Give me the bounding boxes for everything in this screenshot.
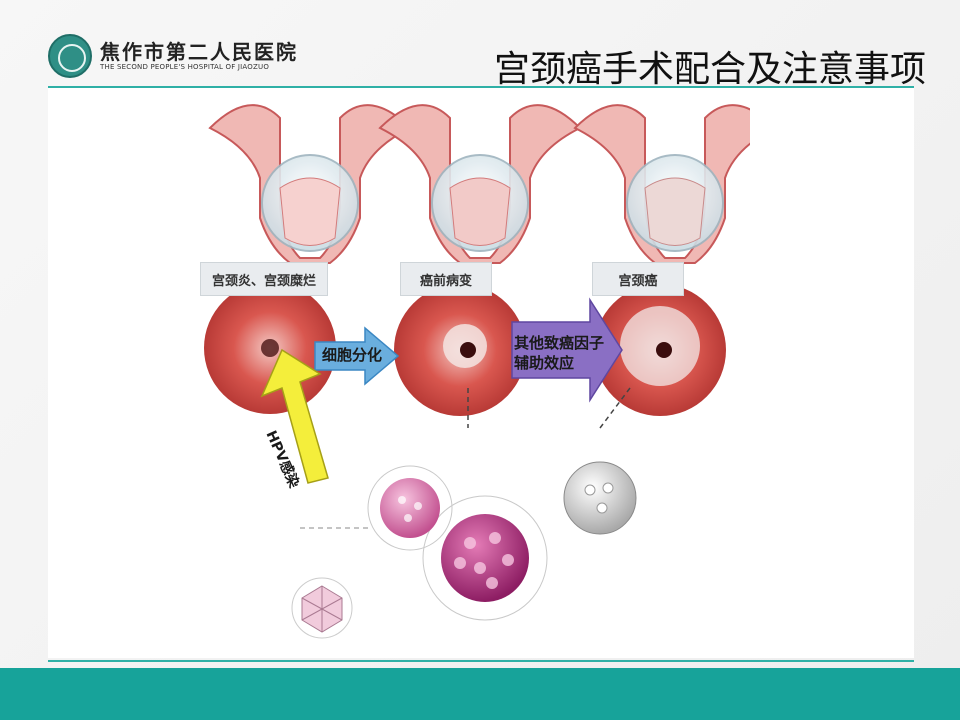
slide-title: 宫颈癌手术配合及注意事项 [493,49,926,90]
footer-bar [0,668,960,720]
hospital-seal-icon [48,34,92,78]
differentiation-arrow-icon [314,326,400,386]
hpv-virus-pink [367,465,453,551]
bottom-divider [48,660,914,662]
stage-label-cervicitis: 宫颈炎、宫颈糜烂 [200,262,328,296]
uterus-diagram-1 [208,104,412,264]
hospital-name-cn: 焦作市第二人民医院 [100,40,298,64]
differentiation-label: 细胞分化 [322,346,383,364]
carcinogen-label-line2: 辅助效应 [514,354,575,372]
hpv-arrow-icon [260,348,329,484]
cervical-cancer-progression-figure [204,104,750,639]
stage-label-cancer: 宫颈癌 [592,262,684,296]
hospital-logo: 焦作市第二人民医院 THE SECOND PEOPLE'S HOSPITAL O… [48,34,296,82]
stage-label-precancer: 癌前病变 [400,262,492,296]
carcinogen-arrow-icon [511,297,623,403]
uterus-diagram-2 [378,104,582,264]
carcinogen-label-line1: 其他致癌因子 [514,334,605,352]
hpv-virus-small [291,577,353,639]
hpv-virus-gray [563,461,637,535]
top-divider [48,86,914,88]
uterus-diagram-3 [573,104,750,264]
hospital-name-en: THE SECOND PEOPLE'S HOSPITAL OF JIAOZUO [100,63,270,71]
hpv-virus-large [422,495,548,621]
